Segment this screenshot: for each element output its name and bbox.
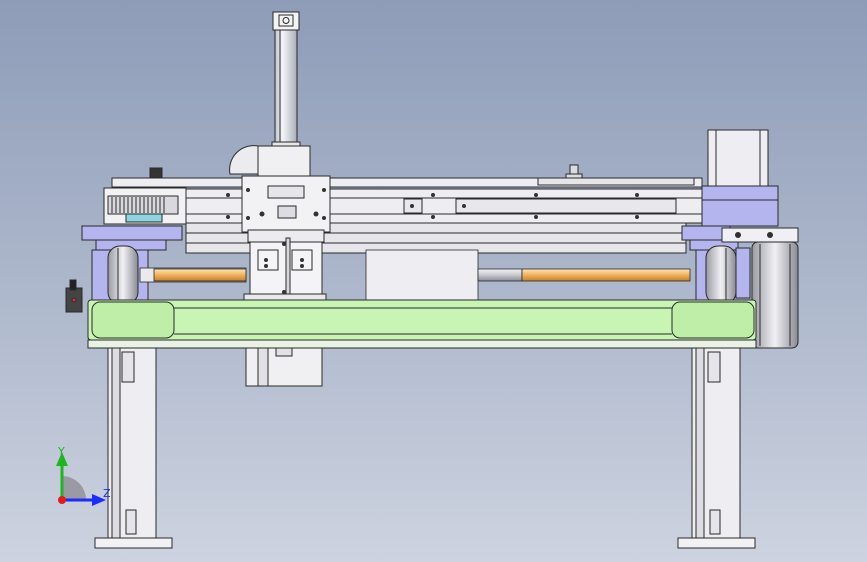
z-axis-label: Z: [103, 487, 111, 500]
left-belt-pulley: [103, 187, 187, 225]
right-wheel: [705, 245, 737, 305]
x-carriage: [241, 175, 331, 303]
left-wheel: [107, 245, 139, 305]
guide-rods: [139, 249, 691, 303]
stepper-motor: [701, 129, 779, 227]
left-leg: [94, 347, 173, 549]
triad-plane-icon: [62, 476, 86, 500]
z-axis-arrowhead-icon: [92, 494, 106, 506]
right-leg: [677, 347, 756, 549]
y-axis-label: Y: [57, 445, 65, 458]
axis-triad: Y Z: [56, 445, 111, 506]
top-rail: [111, 145, 705, 254]
rail-bolts: [226, 193, 639, 219]
carriage-bolts: [246, 188, 326, 294]
origin-dot-icon: [58, 496, 66, 504]
green-crossbeam: [87, 299, 757, 349]
right-end-plate: [721, 227, 799, 349]
y-axis-arrowhead-icon: [56, 452, 68, 466]
left-sensor: [65, 279, 83, 313]
